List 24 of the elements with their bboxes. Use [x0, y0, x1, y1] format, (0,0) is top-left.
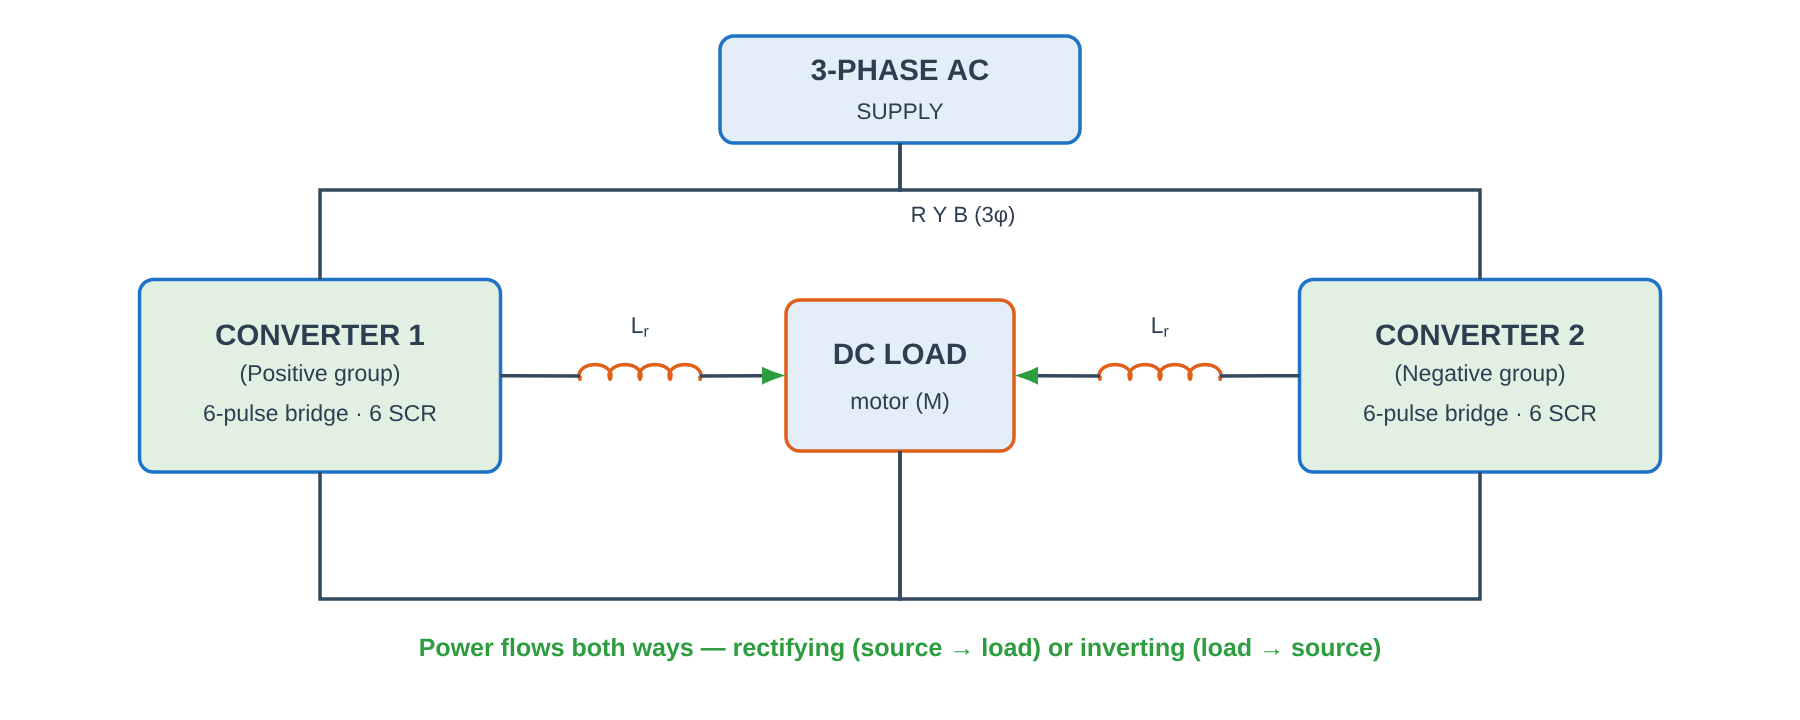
arrow [700, 366, 786, 385]
box-title: CONVERTER 2 [1376, 324, 1584, 346]
box-text: (Negative group) [1395, 364, 1565, 386]
converter-box [1297, 277, 1663, 474]
box-text: 6-pulse bridge · 6 SCR [1364, 404, 1596, 426]
wire [1220, 374, 1300, 378]
box-text: (Positive group) [240, 364, 400, 386]
wire [898, 143, 1482, 280]
supply-box [718, 34, 1082, 145]
box-title: 3-PHASE AC [811, 59, 989, 81]
arrow [1014, 366, 1101, 385]
inductor-label: L$_{r}$ [1152, 317, 1169, 337]
wire [898, 451, 1482, 601]
wire [500, 374, 580, 378]
box-text: SUPPLY [857, 103, 944, 120]
box-text: 6-pulse bridge · 6 SCR [204, 404, 436, 426]
load-box [784, 298, 1016, 453]
phase-label: R Y B (3φ) [912, 206, 1014, 227]
box-text: motor (M) [851, 392, 949, 414]
converter-box [137, 277, 503, 474]
box-title: CONVERTER 1 [216, 324, 425, 346]
box-title: DC LOAD [834, 343, 966, 365]
caption: Power flows both ways — rectifying (source → load) or inverting (load → source) [420, 637, 1381, 662]
inductor-label: L$_{r}$ [632, 317, 649, 337]
